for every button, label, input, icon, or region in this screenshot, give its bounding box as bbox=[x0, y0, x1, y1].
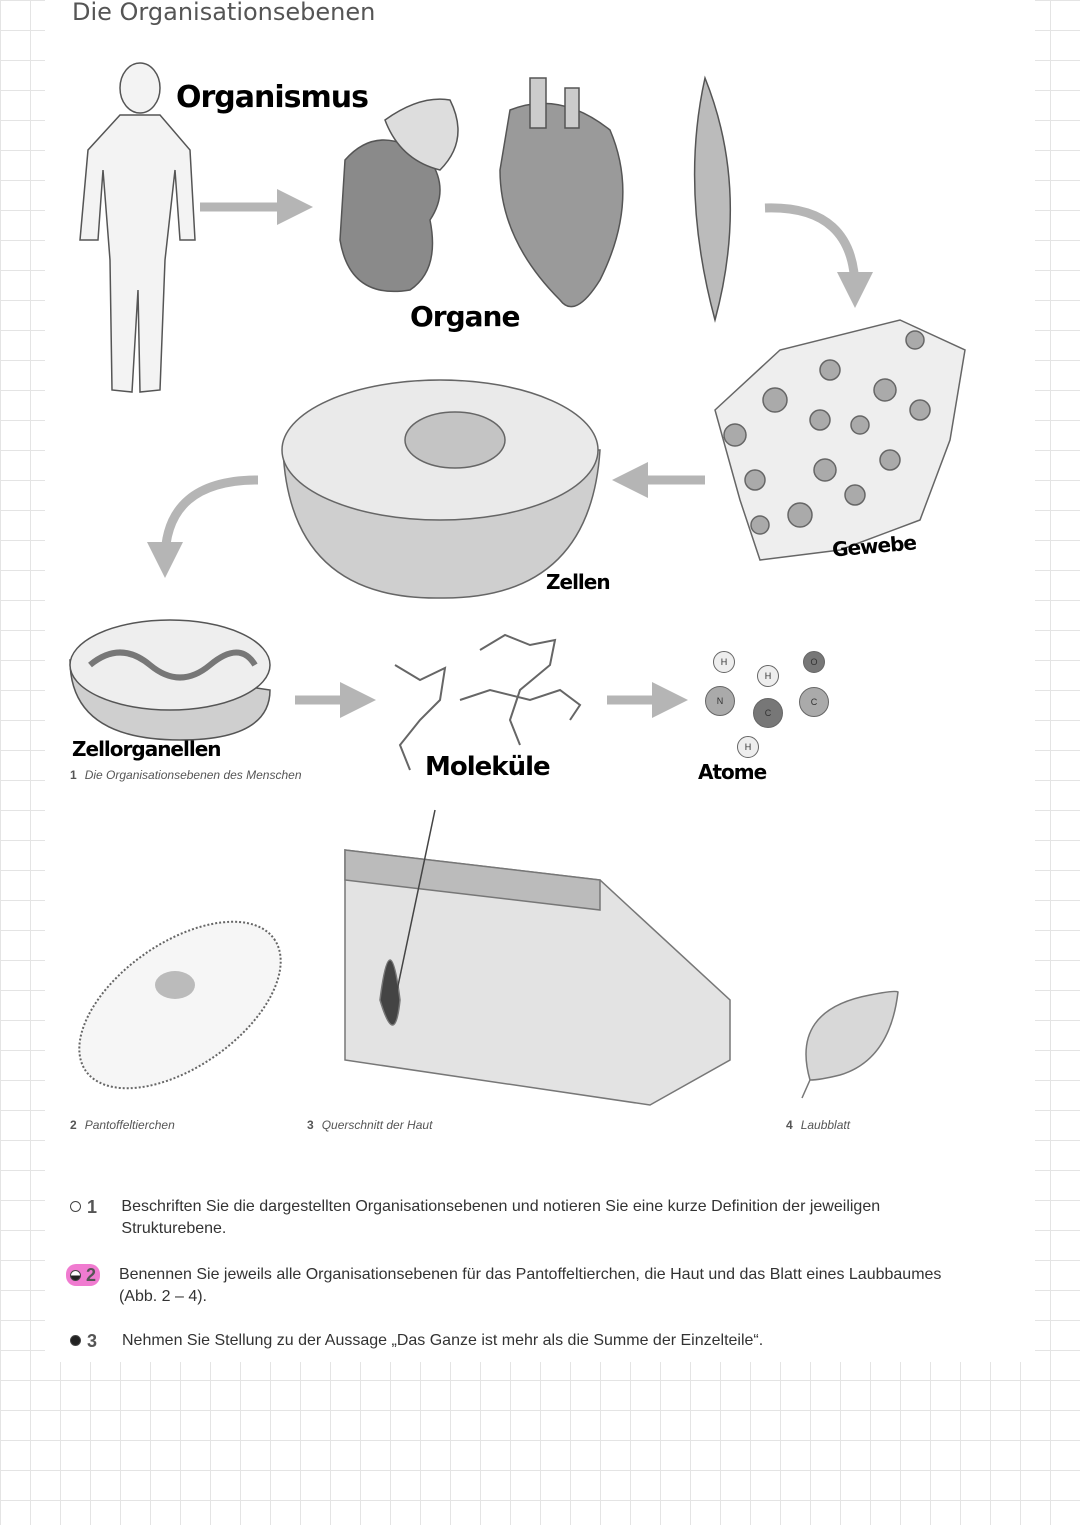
atom-n: N bbox=[705, 686, 735, 716]
page-title: Die Organisationsebenen bbox=[72, 0, 376, 26]
label-organismus: Organismus bbox=[176, 80, 369, 115]
atom-c: C bbox=[753, 698, 783, 728]
label-atome: Atome bbox=[698, 760, 767, 784]
label-organe: Organe bbox=[410, 300, 520, 333]
paramecium bbox=[78, 920, 282, 1090]
label-zellorganellen: Zellorganellen bbox=[72, 737, 222, 761]
task-text: Beschriften Sie die dargestellten Organi… bbox=[121, 1198, 881, 1237]
atom-c: C bbox=[799, 687, 829, 717]
label-molekuele: Moleküle bbox=[425, 752, 551, 782]
atom-h: H bbox=[713, 651, 735, 673]
muscle-organ bbox=[693, 75, 732, 323]
atom-h: H bbox=[737, 736, 759, 758]
difficulty-hard-icon bbox=[70, 1335, 81, 1346]
arrows bbox=[147, 189, 873, 718]
atom-h: H bbox=[757, 665, 779, 687]
difficulty-medium-icon bbox=[70, 1270, 81, 1281]
difficulty-easy-icon bbox=[70, 1201, 81, 1212]
task-3: 3 Nehmen Sie Stellung zu der Aussage „Da… bbox=[70, 1330, 980, 1352]
cell-cross-section bbox=[281, 379, 601, 599]
kidney-organ bbox=[339, 98, 459, 293]
task-1: 1 Beschriften Sie die dargestellten Orga… bbox=[70, 1196, 980, 1240]
atom-o: O bbox=[803, 651, 825, 673]
task-text: Nehmen Sie Stellung zu der Aussage „Das … bbox=[122, 1332, 764, 1349]
heart-organ bbox=[499, 77, 624, 308]
label-zellen: Zellen bbox=[546, 570, 611, 594]
leaf bbox=[801, 990, 899, 1099]
task-2: 2 Benennen Sie jeweils alle Organisation… bbox=[66, 1264, 980, 1308]
human-figure bbox=[79, 62, 196, 393]
tissue-cells bbox=[714, 319, 966, 561]
task-text: Benennen Sie jeweils alle Organisationse… bbox=[118, 1266, 942, 1305]
skin-cross-section bbox=[344, 809, 731, 1106]
molecules bbox=[394, 633, 582, 771]
mitochondrion bbox=[69, 619, 271, 741]
